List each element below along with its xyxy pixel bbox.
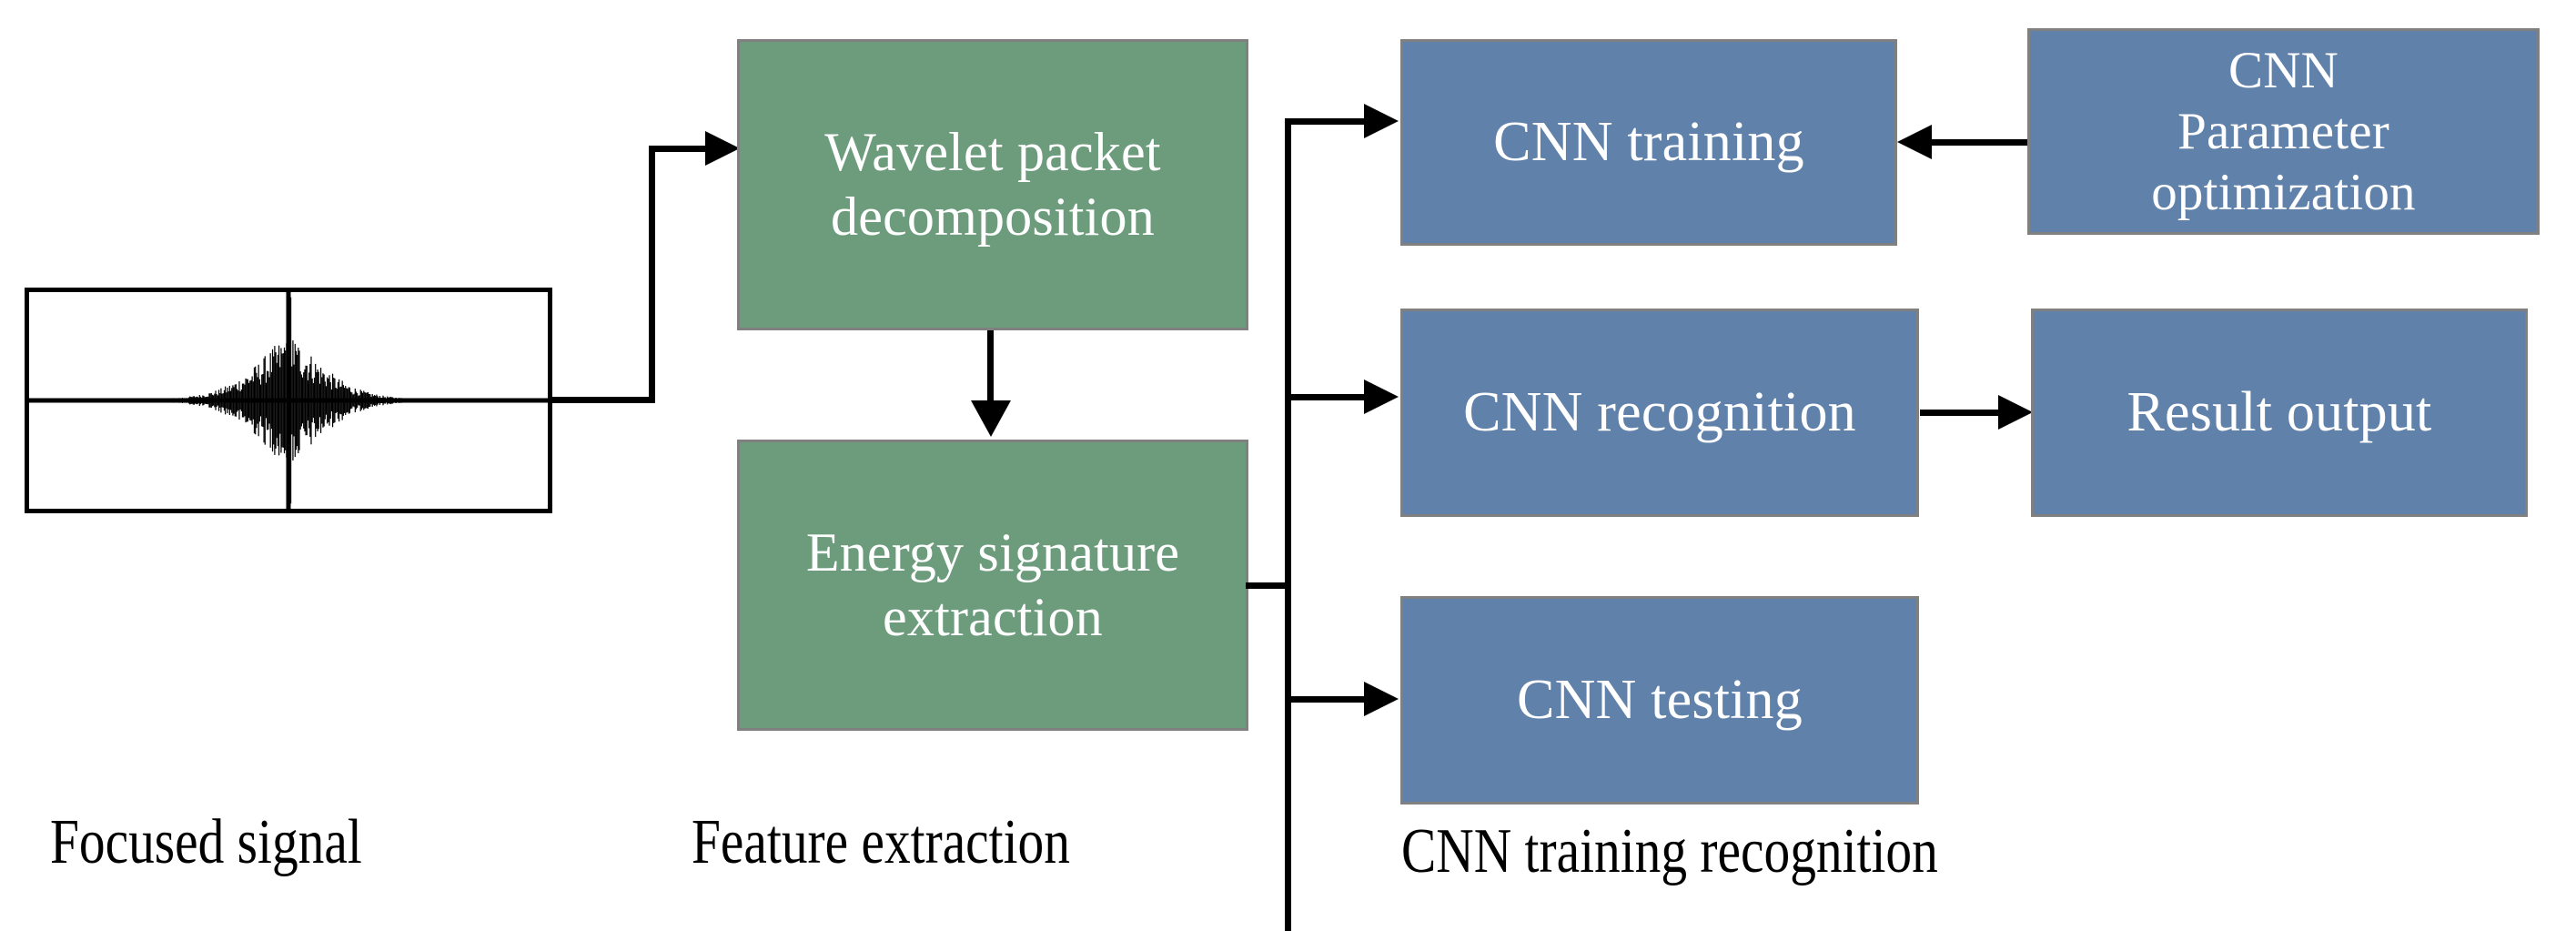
cnn-testing-label: CNN testing <box>1517 668 1803 731</box>
connector-param-to-training <box>1931 139 2029 146</box>
cnn-param-line1: CNN <box>2228 41 2339 99</box>
connector-branch-to-cnn-testing <box>1285 696 1369 703</box>
box-energy-signature-extraction[interactable]: Energy signature extraction <box>737 440 1248 731</box>
connector-recognition-to-result <box>1920 410 2004 416</box>
energy-line2: extraction <box>883 587 1103 647</box>
arrowhead-param-to-training <box>1897 125 1932 159</box>
wavelet-line2: decomposition <box>831 187 1155 247</box>
connector-branch-to-cnn-training <box>1285 118 1369 125</box>
cnn-training-label: CNN training <box>1493 110 1804 173</box>
box-cnn-recognition[interactable]: CNN recognition <box>1400 309 1919 517</box>
cnn-param-line3: optimization <box>2151 164 2416 222</box>
box-cnn-parameter-optimization[interactable]: CNN Parameter optimization <box>2027 28 2540 235</box>
arrowhead-wavelet-to-energy <box>971 400 1011 437</box>
arrowhead-to-cnn-training <box>1364 104 1399 138</box>
focused-signal-panel <box>25 288 552 513</box>
cnn-recognition-label: CNN recognition <box>1463 380 1856 443</box>
connector-energy-out <box>1246 582 1290 589</box>
box-cnn-testing[interactable]: CNN testing <box>1400 596 1919 805</box>
box-result-output[interactable]: Result output <box>2031 309 2528 517</box>
box-cnn-training[interactable]: CNN training <box>1400 39 1897 246</box>
result-output-label: Result output <box>2126 380 2432 443</box>
connector-signal-up <box>649 146 655 403</box>
connector-signal-into-wavelet <box>649 146 709 152</box>
signal-waveform-icon <box>32 297 545 504</box>
connector-wavelet-to-energy <box>987 330 994 403</box>
box-wavelet-packet-decomposition[interactable]: Wavelet packet decomposition <box>737 39 1248 330</box>
energy-line1: Energy signature <box>805 522 1180 583</box>
caption-focused-signal: Focused signal <box>50 807 362 877</box>
caption-feature-extraction: Feature extraction <box>692 807 1070 877</box>
cnn-param-line2: Parameter <box>2177 102 2389 160</box>
arrowhead-to-cnn-testing <box>1364 682 1399 716</box>
wavelet-line1: Wavelet packet <box>824 122 1161 183</box>
caption-cnn-training-recognition: CNN training recognition <box>1401 816 1938 886</box>
connector-branch-spine <box>1285 118 1291 931</box>
connector-signal-right <box>548 397 655 403</box>
arrowhead-to-cnn-recognition <box>1364 379 1399 414</box>
arrowhead-recognition-to-result <box>1998 395 2033 430</box>
connector-branch-to-cnn-recognition <box>1285 394 1369 400</box>
arrowhead-signal-to-wavelet <box>705 131 740 166</box>
